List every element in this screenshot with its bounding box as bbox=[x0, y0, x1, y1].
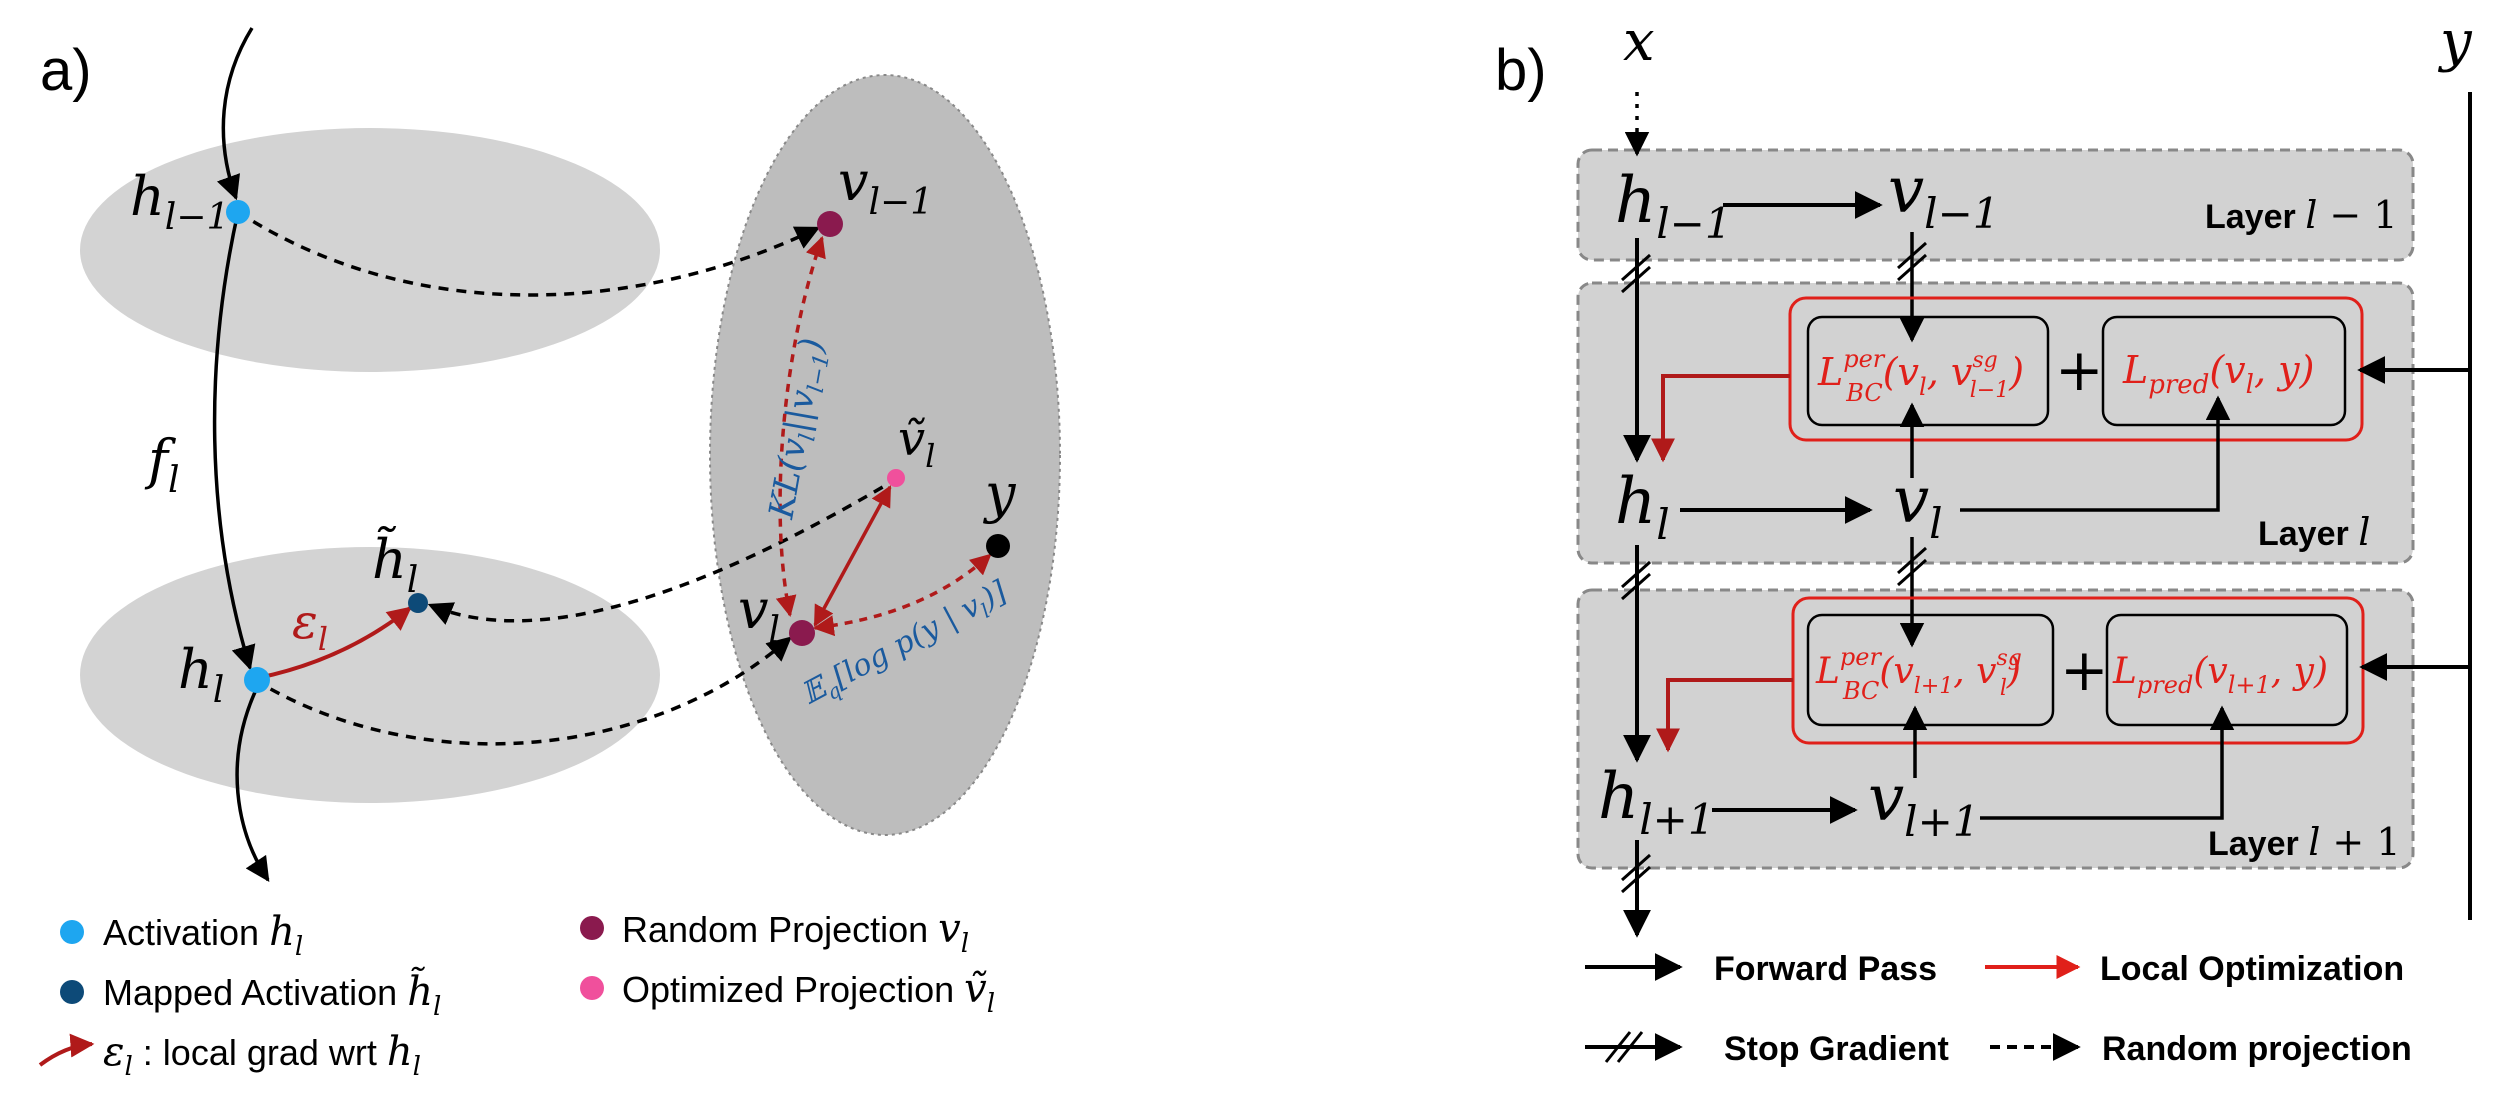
epsilon-arrow bbox=[257, 606, 412, 680]
legend-optimized: Optimized Projection ṽl bbox=[622, 966, 995, 1019]
f-label: fl bbox=[144, 428, 180, 501]
layer-prev-box bbox=[1576, 148, 2415, 262]
input-x-label: x bbox=[1623, 9, 1655, 74]
legend-forward: Forward Pass bbox=[1714, 950, 1937, 988]
v-cur-to-loss2-arrow bbox=[1960, 395, 2231, 512]
panel-b-label: b) bbox=[1495, 38, 1547, 103]
stop-grad-marks-v bbox=[1897, 241, 1927, 587]
activation-dot-prev bbox=[226, 200, 250, 224]
layer-prev-label: Layer l − 1 bbox=[2205, 193, 2398, 237]
kl-arrow bbox=[775, 236, 826, 618]
flow-in-arrow bbox=[216, 27, 254, 201]
layer-cur-box bbox=[1576, 281, 2415, 565]
optimize-arrow bbox=[813, 485, 892, 627]
layer-cur-local-opt-arrow bbox=[1651, 374, 1790, 463]
legend-random-dot bbox=[580, 916, 604, 940]
panel-a: a) hl−1 vl−1 fl h̃l εl hl bbox=[38, 27, 1061, 1082]
legend-local: Local Optimization bbox=[2100, 950, 2404, 988]
layer-next-label: Layer l + 1 bbox=[2208, 820, 2401, 864]
target-y-label: y bbox=[2437, 9, 2473, 74]
proj-arrow-cur bbox=[254, 636, 792, 746]
legend-mapped: Mapped Activation h̃l bbox=[103, 966, 441, 1022]
layer-prev-ellipse bbox=[80, 128, 660, 372]
h-next-node: hl+1 bbox=[1598, 760, 1715, 844]
v-next-node: vl+1 bbox=[1868, 762, 1980, 846]
y-label: y bbox=[983, 462, 1017, 525]
h-prev-node: hl−1 bbox=[1615, 164, 1732, 248]
layer-cur-plus: + bbox=[2055, 336, 2104, 404]
layer-cur-loss1-box bbox=[1806, 315, 2050, 427]
legend-activation-dot bbox=[60, 920, 84, 944]
map-back-arrow bbox=[427, 476, 899, 625]
panel-b: b) x y hl−1 vl−1 Layer l − 1 bbox=[1495, 9, 2473, 1068]
panel-a-legend: Activation hl Mapped Activation h̃l εl :… bbox=[38, 906, 995, 1082]
layer-cur-label: Layer l bbox=[2258, 510, 2370, 554]
legend-random: Random Projection vl bbox=[622, 906, 969, 959]
legend-activation: Activation hl bbox=[103, 909, 303, 962]
epsilon-label: εl bbox=[292, 594, 328, 658]
layer-cur-loss2-box bbox=[2101, 315, 2347, 427]
v-prev-label: vl−1 bbox=[838, 150, 933, 223]
layer-next-local-opt-arrow bbox=[1656, 678, 1793, 753]
activation-dot-cur bbox=[244, 667, 270, 693]
target-y-dot bbox=[986, 534, 1010, 558]
legend-mapped-dot bbox=[60, 980, 84, 1004]
legend-stop-marks bbox=[1604, 1031, 1644, 1063]
panel-a-label: a) bbox=[40, 38, 92, 103]
v-next-to-loss2-arrow bbox=[1980, 705, 2235, 820]
legend-optimized-dot bbox=[580, 976, 604, 1000]
mapped-activation-dot bbox=[408, 593, 428, 613]
h-tilde-label: h̃l bbox=[372, 525, 418, 601]
eq-arrow bbox=[812, 553, 992, 637]
optimized-proj-dot bbox=[887, 469, 905, 487]
panel-b-legend: Forward Pass Local Optimization Stop Gra… bbox=[1585, 950, 2412, 1068]
legend-stop: Stop Gradient bbox=[1724, 1030, 1949, 1068]
layer-cur-loss2: Lpred(vl, y) bbox=[2122, 348, 2314, 400]
v-tilde-label: ṽl bbox=[898, 411, 935, 475]
random-proj-dot-prev bbox=[817, 211, 843, 237]
flow-out-arrow bbox=[235, 691, 270, 883]
legend-grad-arrow bbox=[38, 1033, 95, 1067]
v-prev-node: vl−1 bbox=[1888, 154, 2000, 238]
legend-local-grad: εl : local grad wrt hl bbox=[103, 1029, 421, 1082]
layer-next-plus: + bbox=[2060, 636, 2109, 704]
proj-arrow-prev bbox=[237, 210, 821, 297]
v-label: vl bbox=[738, 578, 780, 651]
f-l-arrow bbox=[212, 211, 256, 671]
legend-random-proj: Random projection bbox=[2102, 1030, 2412, 1068]
stop-grad-marks-h bbox=[1621, 253, 1651, 894]
layer-cur-ellipse bbox=[80, 547, 660, 803]
h-prev-label: hl−1 bbox=[130, 165, 229, 238]
random-proj-dot-cur bbox=[789, 620, 815, 646]
h-label: hl bbox=[178, 638, 224, 711]
h-cur-node: hl bbox=[1615, 465, 1670, 549]
layer-next-box bbox=[1576, 588, 2415, 870]
layer-next-loss1-box bbox=[1806, 613, 2055, 727]
layer-next-loss2: Lpred(vl+1, y) bbox=[2112, 651, 2328, 699]
